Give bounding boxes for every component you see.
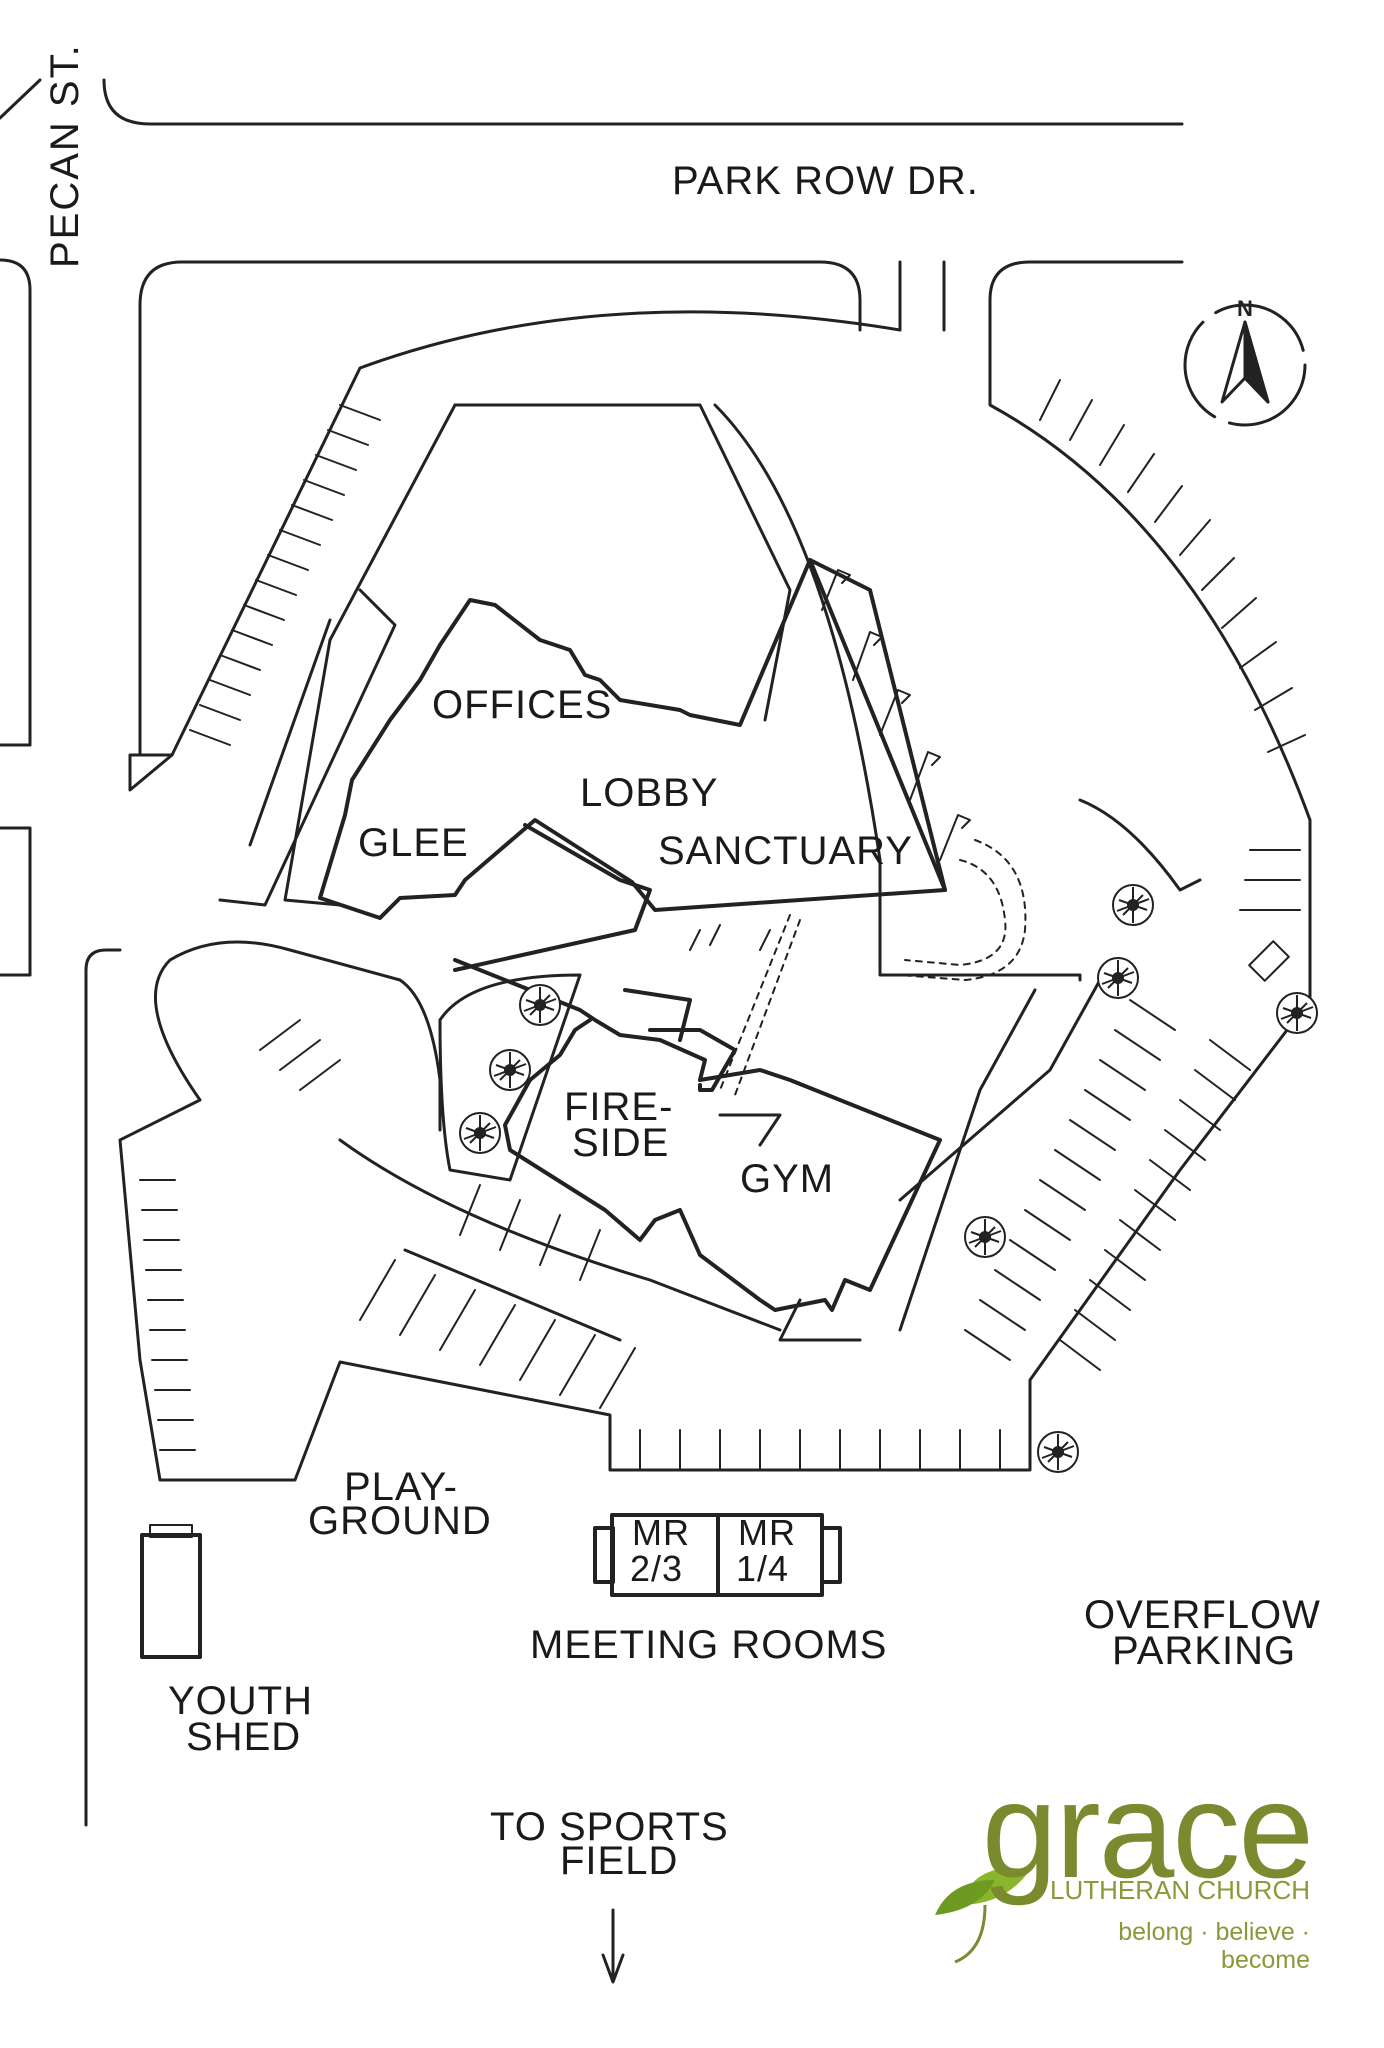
tree-icon [519, 984, 561, 1026]
area-label-playground-line1: PLAY- [344, 1465, 458, 1509]
area-label-playground-line2: GROUND [308, 1499, 492, 1543]
logo-tagline: belong · believe · become [1118, 1918, 1310, 1974]
tree-icon [459, 1112, 501, 1154]
tree-icon [1276, 992, 1318, 1034]
room-label-mr14-line2: 1/4 [736, 1548, 790, 1589]
tree-icon [1097, 957, 1139, 999]
utility-box [1248, 940, 1290, 982]
building-label-sanctuary: SANCTUARY [658, 829, 913, 873]
tree-icon [1112, 884, 1154, 926]
sports-field-arrow-icon [601, 1908, 625, 1984]
parking-islands [218, 403, 1202, 1342]
tree-icon [1037, 1431, 1079, 1473]
building-label-lobby: LOBBY [580, 771, 719, 815]
main-building-outline [318, 558, 947, 1312]
building-label-glee: GLEE [358, 821, 469, 865]
area-label-youth-line1: YOUTH [168, 1679, 313, 1723]
parking-stalls [139, 379, 1306, 1471]
area-label-overflow-line2: PARKING [1112, 1629, 1297, 1673]
room-label-mr23-line1: MR [632, 1512, 690, 1553]
building-label-gym: GYM [740, 1157, 835, 1201]
street-outlines [0, 78, 1184, 1827]
street-label-park-row: PARK ROW DR. [672, 159, 979, 203]
area-label-sports-line1: TO SPORTS [490, 1805, 729, 1849]
meeting-rooms-building [593, 1513, 842, 1597]
building-label-fireside-line1: FIRE- [564, 1085, 674, 1129]
street-label-pecan: PECAN ST. [43, 43, 87, 268]
walkways [719, 839, 1027, 1096]
north-compass [1183, 303, 1307, 427]
youth-shed-building [140, 1524, 202, 1659]
building-label-fireside-line2: SIDE [572, 1121, 670, 1165]
tree-icon [489, 1049, 531, 1091]
area-label-meeting-rooms: MEETING ROOMS [530, 1623, 888, 1667]
building-label-offices: OFFICES [432, 683, 613, 727]
trees [459, 884, 1318, 1473]
tree-icon [964, 1216, 1006, 1258]
room-label-mr23-line2: 2/3 [630, 1548, 684, 1589]
parking-lot-boundary [118, 310, 1312, 1482]
leaf-logo-icon [935, 1868, 1030, 1964]
compass-north-label: N [1237, 296, 1253, 321]
logo-wordmark: grace [981, 1754, 1314, 1906]
flag-markers [689, 569, 971, 951]
area-label-sports-line2: FIELD [560, 1839, 679, 1883]
logo-church-name: LUTHERAN CHURCH [1049, 1875, 1310, 1905]
area-label-overflow-line1: OVERFLOW [1084, 1593, 1321, 1637]
area-label-youth-line2: SHED [186, 1715, 302, 1759]
room-label-mr14-line1: MR [738, 1512, 796, 1553]
